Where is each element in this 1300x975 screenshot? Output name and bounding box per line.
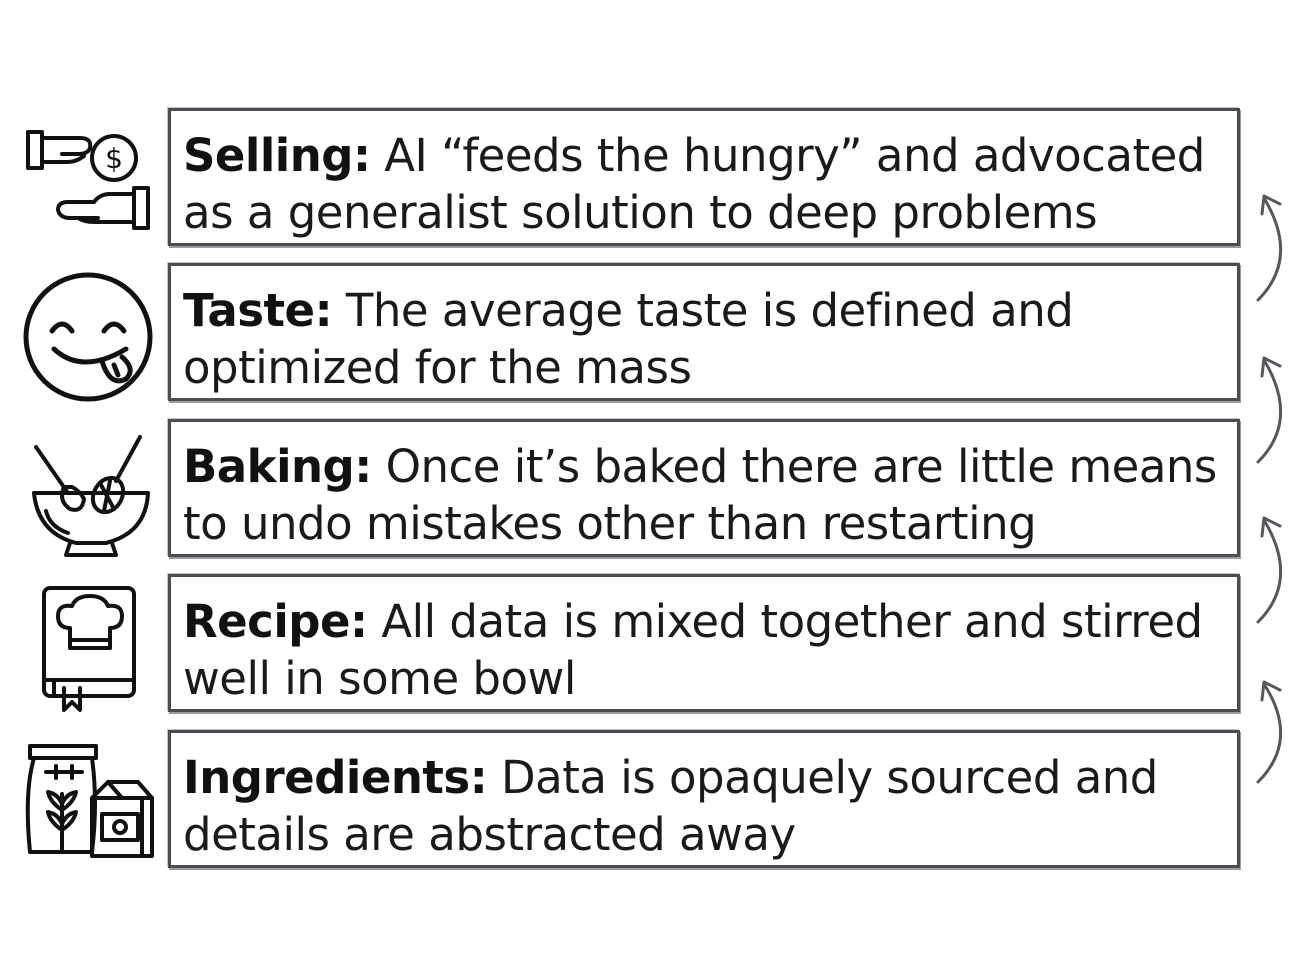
layer-description: The average taste is defined and optimiz… xyxy=(183,284,1074,394)
money-hands-icon: $ xyxy=(18,110,158,250)
layer-selling: $ Selling: AI “feeds the hungry” and adv… xyxy=(0,108,1300,258)
tongue-smiley-icon xyxy=(18,265,158,405)
layer-description: Once it’s baked there are little means t… xyxy=(183,440,1217,550)
layer-taste: Taste: The average taste is defined and … xyxy=(0,263,1300,413)
layer-description: All data is mixed together and stirred w… xyxy=(183,595,1203,705)
layer-description: Data is opaquely sourced and details are… xyxy=(183,751,1158,861)
layer-label: Ingredients: xyxy=(183,751,488,804)
mixing-bowl-icon xyxy=(18,421,158,561)
layer-box: Taste: The average taste is defined and … xyxy=(168,263,1240,401)
layer-recipe: Recipe: All data is mixed together and s… xyxy=(0,574,1300,724)
layer-box: Baking: Once it’s baked there are little… xyxy=(168,419,1240,557)
cookbook-icon xyxy=(18,576,158,716)
groceries-icon xyxy=(18,732,158,872)
layer-box: Recipe: All data is mixed together and s… xyxy=(168,574,1240,712)
svg-text:$: $ xyxy=(105,142,123,175)
layer-label: Selling: xyxy=(183,129,371,182)
layer-baking: Baking: Once it’s baked there are little… xyxy=(0,419,1300,569)
layer-description: AI “feeds the hungry” and advocated as a… xyxy=(183,129,1205,239)
layer-label: Taste: xyxy=(183,284,333,337)
layer-box: Ingredients: Data is opaquely sourced an… xyxy=(168,730,1240,868)
layer-ingredients: Ingredients: Data is opaquely sourced an… xyxy=(0,730,1300,880)
layer-box: Selling: AI “feeds the hungry” and advoc… xyxy=(168,108,1240,246)
layer-label: Baking: xyxy=(183,440,372,493)
layer-label: Recipe: xyxy=(183,595,368,648)
